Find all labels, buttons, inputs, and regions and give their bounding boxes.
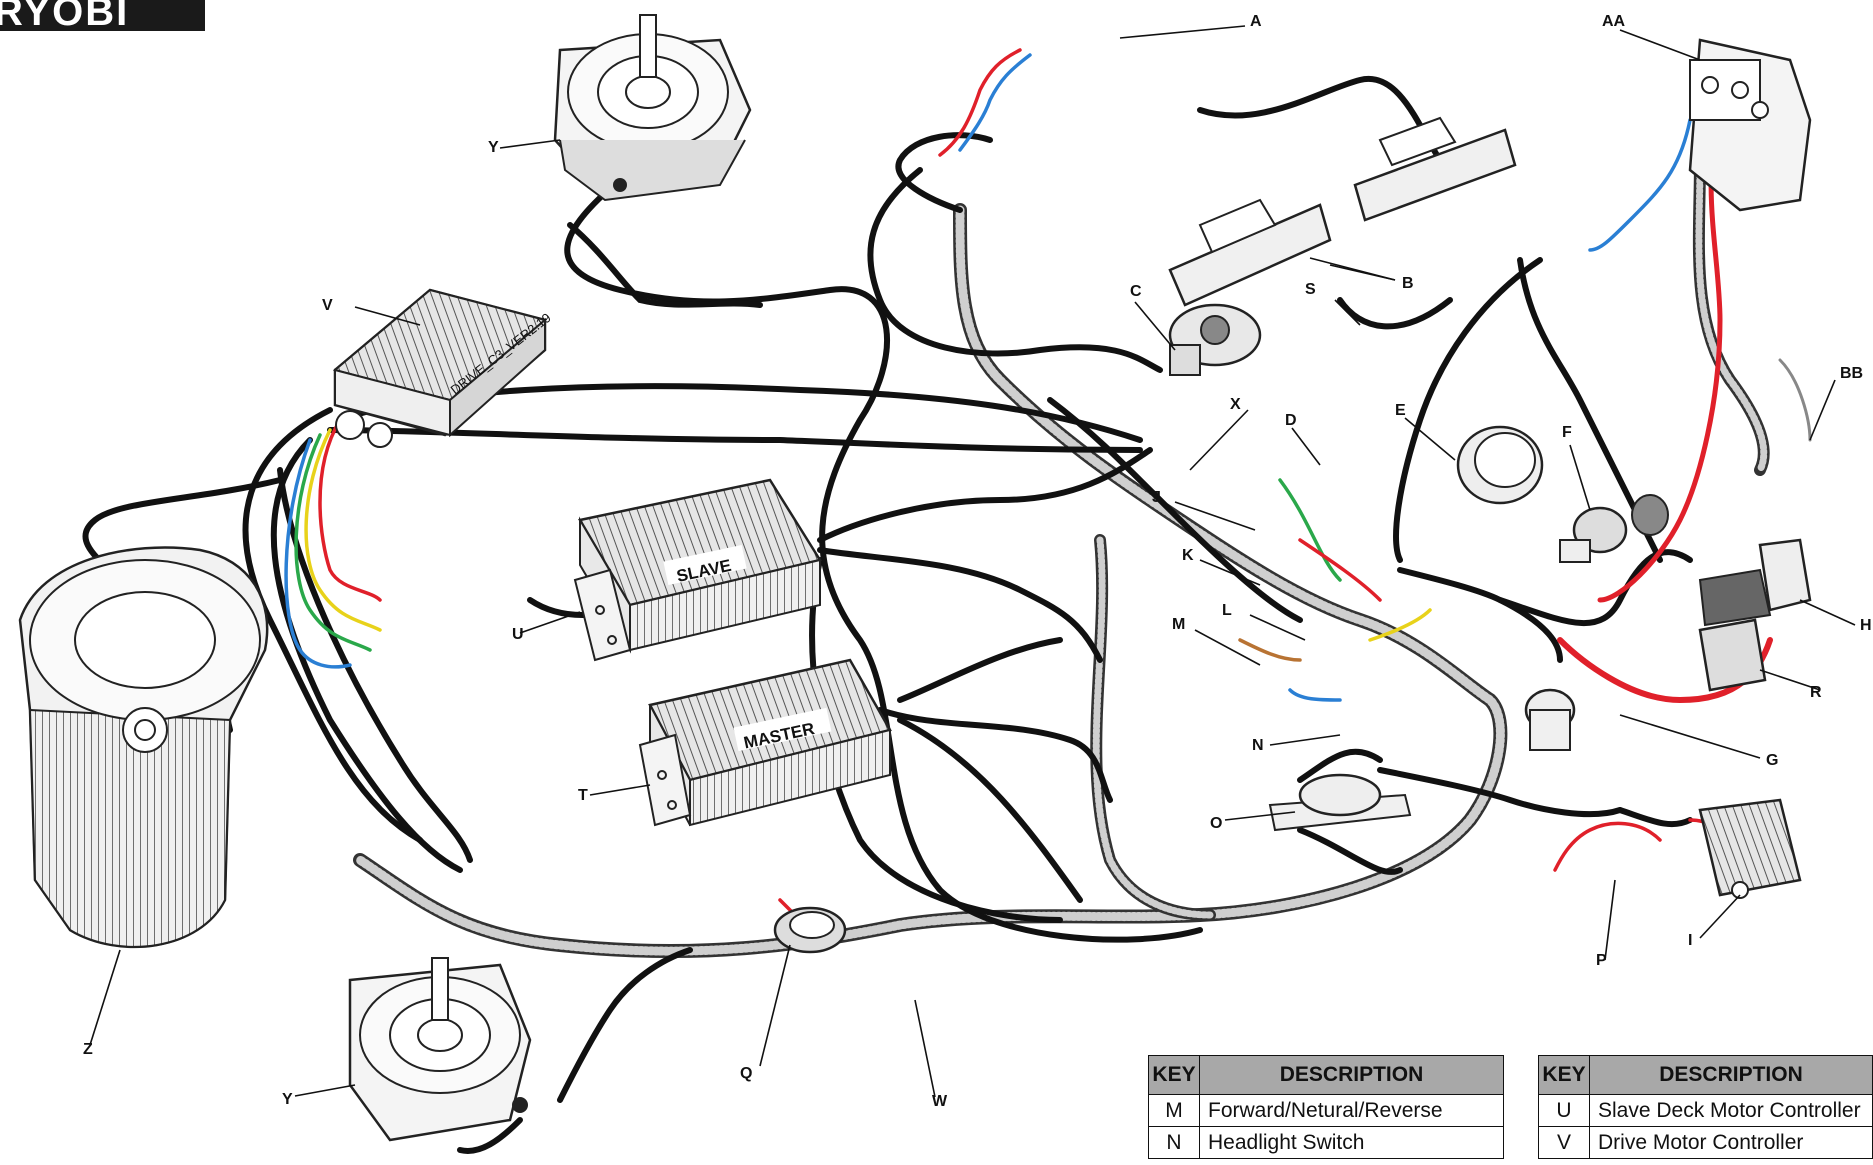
buzzer	[773, 906, 847, 954]
table-row: V Drive Motor Controller	[1538, 1126, 1873, 1159]
callout-t: T	[578, 787, 588, 804]
callout-h: H	[1860, 617, 1872, 634]
description-cell: Slave Deck Motor Controller	[1589, 1094, 1873, 1127]
callout-i: I	[1688, 932, 1693, 949]
callout-o: O	[1210, 815, 1223, 832]
callout-z: Z	[83, 1041, 93, 1058]
drive-motor-top	[553, 14, 752, 202]
callout-leaders	[89, 25, 1856, 1098]
key-table-header: KEY DESCRIPTION	[1538, 1055, 1873, 1095]
callout-k: K	[1182, 547, 1194, 564]
callout-a: A	[1250, 13, 1262, 30]
callout-j: J	[1152, 489, 1161, 506]
key-table-left: KEY DESCRIPTION M Forward/Netural/Revers…	[1148, 1055, 1504, 1159]
description-column-header: DESCRIPTION	[1199, 1055, 1504, 1095]
table-row: N Headlight Switch	[1148, 1126, 1504, 1159]
key-switch	[1559, 494, 1669, 563]
description-column-header: DESCRIPTION	[1589, 1055, 1873, 1095]
callout-c: C	[1130, 283, 1142, 300]
ryobi-logo: RYOBI	[0, 0, 205, 31]
description-cell: Drive Motor Controller	[1589, 1126, 1873, 1159]
callout-d: D	[1285, 412, 1297, 429]
key-cell: U	[1538, 1094, 1590, 1127]
description-cell: Headlight Switch	[1199, 1126, 1504, 1159]
contactor	[1524, 688, 1576, 751]
slave-controller: SLAVE	[573, 478, 822, 662]
colored-wires	[284, 48, 1812, 932]
key-table-header: KEY DESCRIPTION	[1148, 1055, 1504, 1095]
key-cell: V	[1538, 1126, 1590, 1159]
master-controller: MASTER	[638, 658, 892, 827]
callout-f: F	[1562, 424, 1572, 441]
battery-connector	[1698, 538, 1812, 627]
callout-l: L	[1222, 602, 1232, 619]
callout-e: E	[1395, 402, 1406, 419]
main-harness-conduit	[353, 154, 1770, 959]
key-cell: N	[1148, 1126, 1200, 1159]
black-wires	[82, 75, 1693, 1154]
callout-q: Q	[740, 1065, 753, 1082]
table-row: M Forward/Netural/Reverse	[1148, 1094, 1504, 1127]
drive-motor-controller: DRIVE_C3_VER2.19	[332, 288, 554, 448]
callout-r: R	[1810, 684, 1822, 701]
callout-p: P	[1596, 952, 1607, 969]
callout-m: M	[1172, 616, 1186, 633]
solenoid-bracket	[1688, 38, 1812, 212]
callout-w: W	[932, 1093, 948, 1110]
seat-switch	[1268, 773, 1412, 832]
key-column-header: KEY	[1148, 1055, 1200, 1095]
headlights	[1168, 116, 1517, 307]
callout-u: U	[512, 626, 524, 643]
callout-n: N	[1252, 737, 1264, 754]
callout-bb: BB	[1840, 365, 1864, 382]
description-cell: Forward/Netural/Reverse	[1199, 1094, 1504, 1127]
hour-meter-gauge	[1456, 425, 1544, 505]
callout-b: B	[1402, 275, 1414, 292]
deck-motor	[18, 546, 269, 949]
drive-motor-bottom	[348, 957, 532, 1142]
callout-v: V	[322, 297, 333, 314]
key-cell: M	[1148, 1094, 1200, 1127]
callout-s: S	[1305, 281, 1316, 298]
callout-aa: AA	[1602, 13, 1626, 30]
key-column-header: KEY	[1538, 1055, 1590, 1095]
voltage-regulator	[1698, 798, 1802, 899]
callout-x: X	[1230, 396, 1241, 413]
key-table-right: KEY DESCRIPTION U Slave Deck Motor Contr…	[1538, 1055, 1873, 1159]
callout-y-top: Y	[488, 139, 499, 156]
fuse-holder	[1698, 618, 1767, 692]
callout-y-bottom: Y	[282, 1091, 293, 1108]
callout-g: G	[1766, 752, 1779, 769]
table-row: U Slave Deck Motor Controller	[1538, 1094, 1873, 1127]
ignition-socket	[1168, 303, 1262, 376]
